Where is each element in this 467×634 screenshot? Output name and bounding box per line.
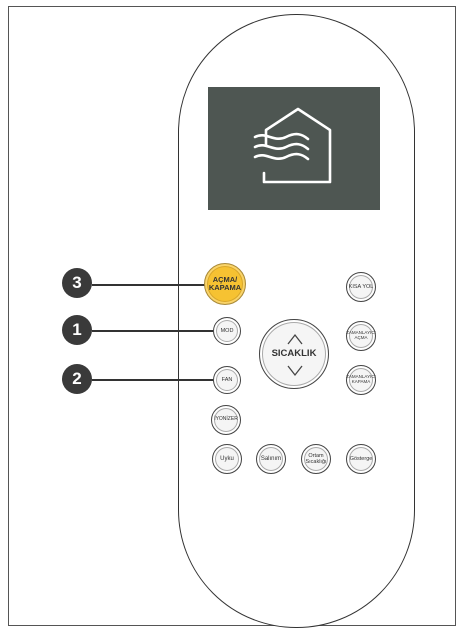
callout-1-number: 1: [72, 320, 82, 339]
timer-off-button-label: ZAMANLAYICI KAPAMA: [346, 374, 376, 384]
remote-display: [208, 87, 380, 210]
timer-off-button[interactable]: ZAMANLAYICI KAPAMA: [346, 365, 376, 395]
ionizer-button[interactable]: İYONİZER: [211, 405, 241, 435]
fan-button[interactable]: FAN: [213, 366, 241, 394]
callout-2-leader: [92, 379, 213, 381]
swing-button[interactable]: Salınım: [256, 444, 286, 474]
mode-button[interactable]: MOD: [213, 317, 241, 345]
ambient-temperature-button[interactable]: Ortam Sıcaklığı: [301, 444, 331, 474]
ambient-temperature-button-label: Ortam Sıcaklığı: [305, 452, 327, 465]
timer-on-button[interactable]: ZAMANLAYICI AÇMA: [346, 321, 376, 351]
temperature-down-icon[interactable]: [286, 364, 304, 378]
fan-button-label: FAN: [221, 376, 233, 383]
power-button[interactable]: AÇMA/ KAPAMA: [204, 263, 246, 305]
callout-2: 2: [62, 364, 92, 394]
ionizer-button-label: İYONİZER: [214, 416, 238, 423]
temperature-up-icon[interactable]: [286, 332, 304, 346]
shortcut-button[interactable]: KISA YOL: [346, 272, 376, 302]
callout-1: 1: [62, 315, 92, 345]
display-button-label: Gösterge: [349, 455, 373, 462]
figure-frame: [8, 6, 456, 626]
timer-on-button-label: ZAMANLAYICI AÇMA: [346, 330, 376, 340]
house-airflow-icon: [253, 107, 332, 184]
callout-3-number: 3: [72, 273, 82, 292]
callout-2-number: 2: [72, 369, 82, 388]
sleep-button-label: Uyku: [220, 455, 234, 462]
callout-1-leader: [92, 330, 213, 332]
power-button-label: AÇMA/ KAPAMA: [208, 274, 242, 292]
callout-3-leader: [92, 284, 209, 286]
display-button[interactable]: Gösterge: [346, 444, 376, 474]
temperature-label: SICAKLIK: [271, 348, 317, 359]
temperature-control: SICAKLIK: [259, 319, 329, 389]
swing-button-label: Salınım: [260, 455, 282, 462]
callout-3: 3: [62, 268, 92, 298]
sleep-button[interactable]: Uyku: [212, 444, 242, 474]
mode-button-label: MOD: [220, 327, 234, 334]
shortcut-button-label: KISA YOL: [348, 283, 374, 290]
